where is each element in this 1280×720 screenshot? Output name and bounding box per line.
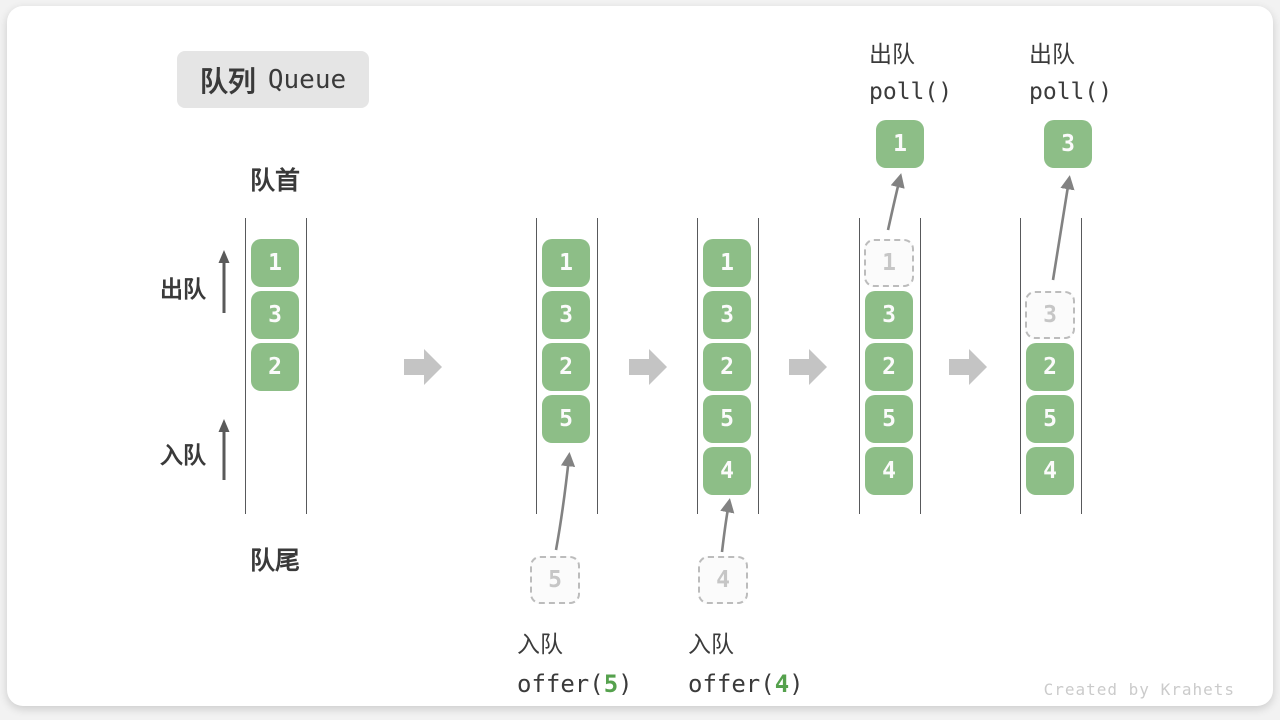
title-zh: 队列 [199,64,256,98]
queue-3-filled-slot-5: 5 [703,395,751,443]
queue-4-filled-slot-4: 4 [865,447,913,495]
queue-5-filled-slot-2: 2 [1026,343,1074,391]
queue-4-left-line [858,218,860,514]
op-label: 出队 [1029,42,1075,68]
queue-1-filled-slot-2: 2 [251,343,299,391]
dequeue-up-arrow-icon [218,250,230,313]
op-code: offer(5) [517,670,633,698]
flow-arrow-icon [629,349,667,385]
op-label: 入队 [688,632,734,658]
queue-4-filled-slot-2: 2 [865,343,913,391]
queue-1-left-line [244,218,246,514]
queue-front-label: 队首 [249,166,300,195]
queue-4-filled-slot-5: 5 [865,395,913,443]
op-label: 入队 [517,632,563,658]
queue-3-filled-slot-2: 2 [703,343,751,391]
flow-arrow-icon [404,349,442,385]
queue-1-right-line [305,218,307,514]
op-code: poll() [869,79,953,105]
queue-3-filled-slot-3: 3 [703,291,751,339]
queue-5-filled-slot-5: 5 [1026,395,1074,443]
enqueue-side-label: 入队 [160,443,206,469]
pending-element-box: 5 [530,556,580,604]
enqueue-arrow-icon [720,498,735,553]
queue-2-filled-slot-3: 3 [542,291,590,339]
queue-5-right-line [1080,218,1082,514]
queue-3-filled-slot-4: 4 [703,447,751,495]
diagram-card: 队列 Queue 队首 队尾 出队 入队 [7,6,1273,706]
queue-2-left-line [535,218,537,514]
pending-element-box: 4 [698,556,748,604]
queue-5-ghost-slot-3: 3 [1025,291,1075,339]
title-en: Queue [267,64,347,95]
enqueue-up-arrow-icon [218,419,230,480]
queue-4-ghost-slot-1: 1 [864,239,914,287]
queue-5-left-line [1019,218,1021,514]
queue-4-right-line [919,218,921,514]
queue-2-filled-slot-1: 1 [542,239,590,287]
op-poll-3: 出队 poll() [1029,35,1112,105]
popped-element-box: 1 [876,120,924,168]
op-code: poll() [1029,79,1113,105]
queue-1-filled-slot-3: 3 [251,291,299,339]
diagram-canvas: 队列 Queue 队首 队尾 出队 入队 [7,6,1273,706]
op-label: 出队 [869,42,915,68]
popped-element-box: 3 [1044,120,1092,168]
flow-arrow-icon [789,349,827,385]
queue-5-filled-slot-4: 4 [1026,447,1074,495]
queue-3-left-line [696,218,698,514]
queue-3-filled-slot-1: 1 [703,239,751,287]
title-badge: 队列 Queue [177,51,369,108]
op-poll-1: 出队 poll() [869,35,952,105]
op-offer-4: 入队 offer(4) [688,625,804,698]
op-offer-5: 入队 offer(5) [517,625,633,698]
queue-3-right-line [757,218,759,514]
queue-1-filled-slot-1: 1 [251,239,299,287]
queue-2-filled-slot-2: 2 [542,343,590,391]
flow-arrow-icon [949,349,987,385]
enqueue-arrow-icon [554,452,576,551]
queue-4-filled-slot-3: 3 [865,291,913,339]
dequeue-side-label: 出队 [160,277,206,303]
queue-rear-label: 队尾 [249,546,300,575]
dequeue-arrow-icon [1051,175,1075,281]
dequeue-arrow-icon [886,173,905,231]
queue-2-right-line [596,218,598,514]
watermark: Created by Krahets [1043,680,1235,699]
queue-2-filled-slot-5: 5 [542,395,590,443]
op-code: offer(4) [688,670,804,698]
